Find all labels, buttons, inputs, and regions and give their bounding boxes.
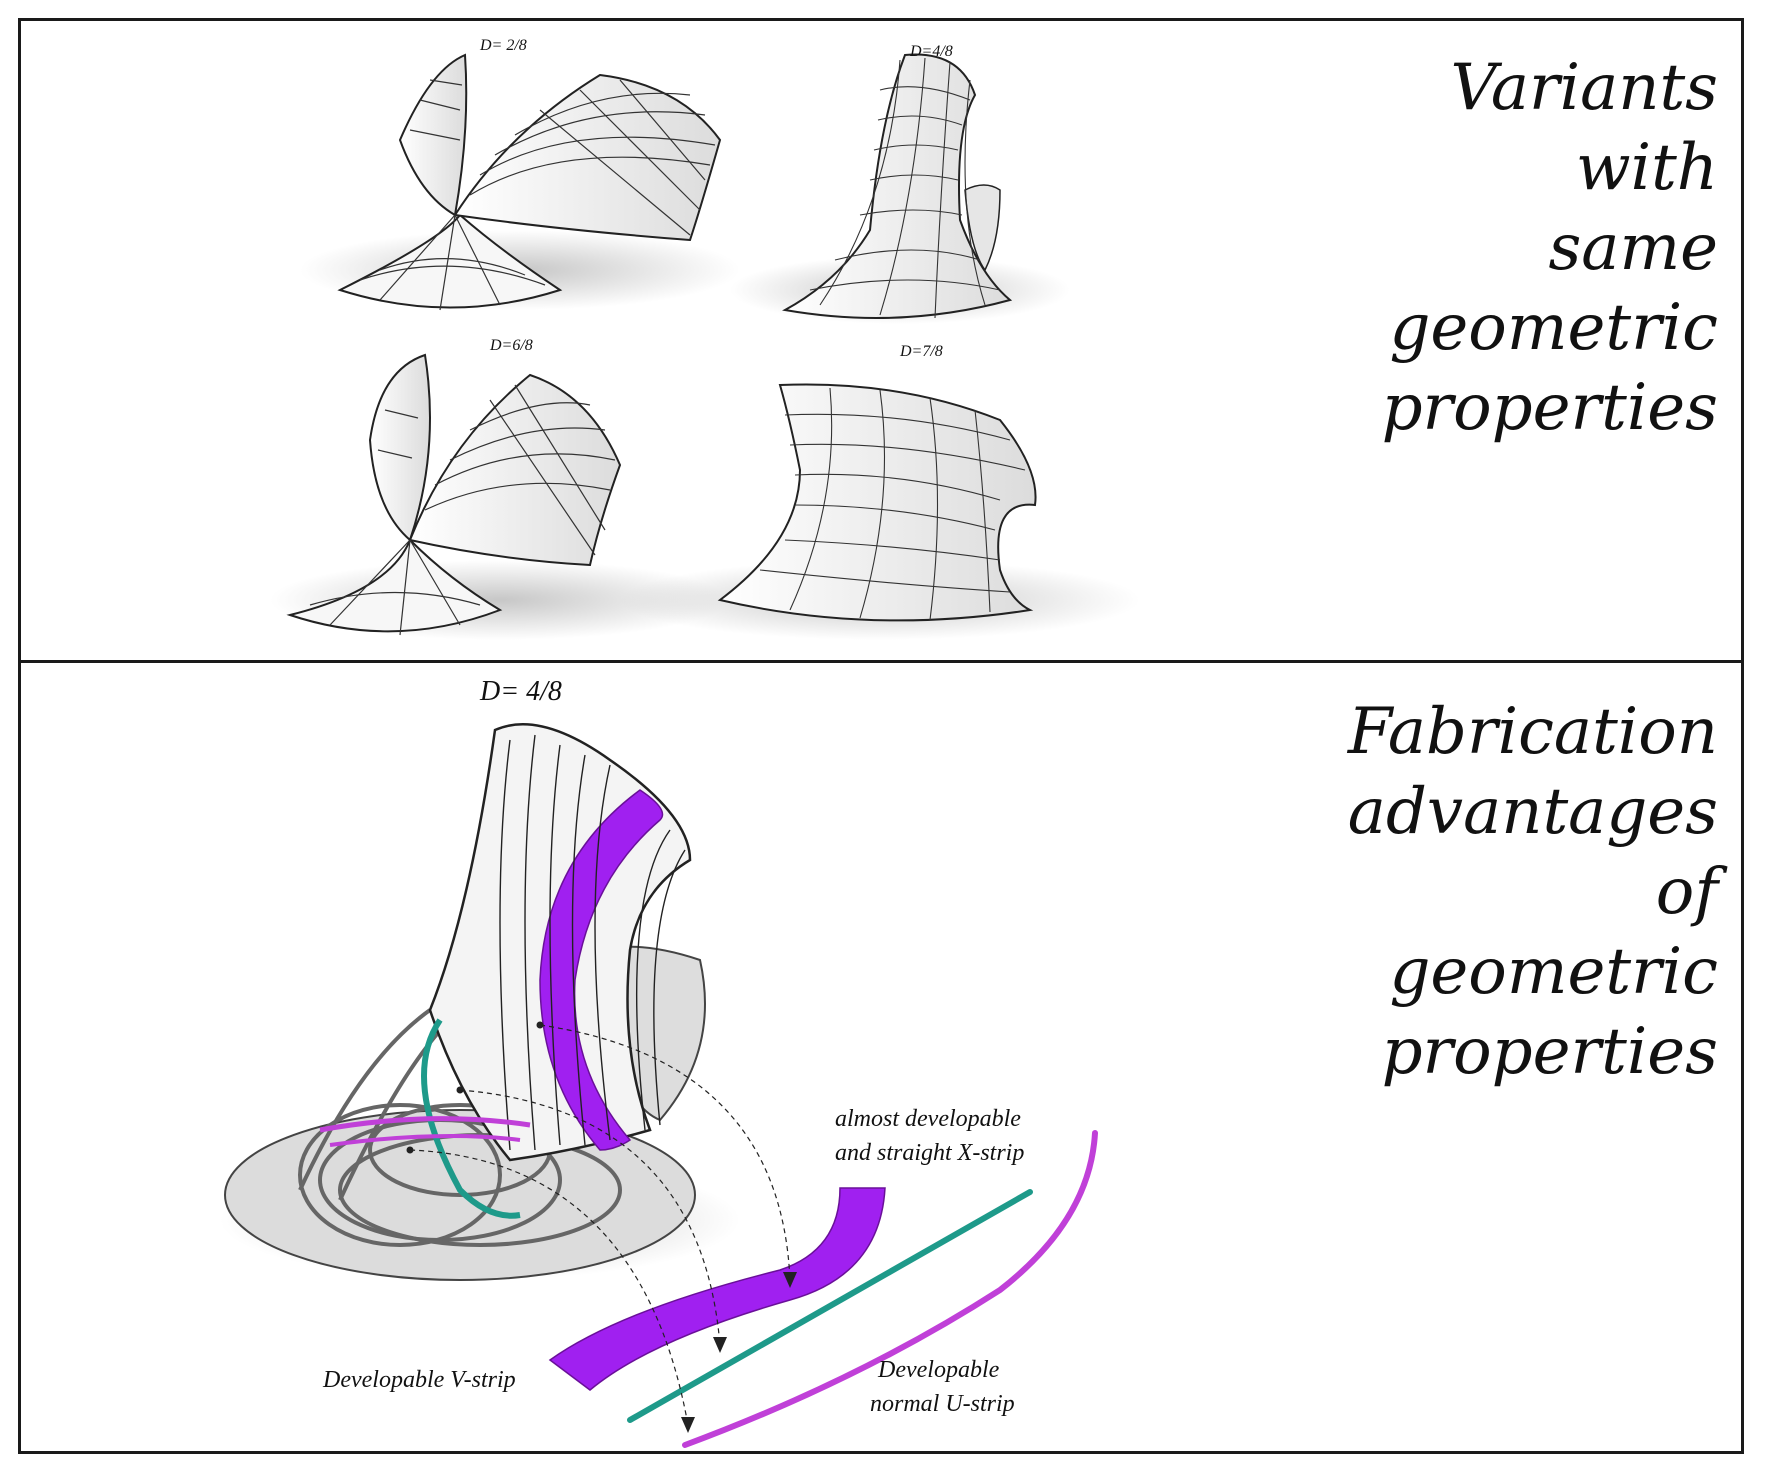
label-d-2-8: D= 2/8 bbox=[479, 37, 527, 54]
variant-d-6-8 bbox=[270, 353, 730, 640]
heading-fabrication: Fabrication advantages of geometric prop… bbox=[1348, 692, 1718, 1092]
heading-line: same bbox=[1548, 211, 1718, 285]
heading-line: geometric bbox=[1389, 935, 1718, 1009]
heading-variants: Variants with same geometric properties bbox=[1382, 48, 1718, 448]
fabrication-model bbox=[220, 723, 740, 1281]
u-strip-piece bbox=[682, 1130, 1098, 1448]
heading-line: of bbox=[1655, 855, 1718, 929]
label-v-strip: Developable V-strip bbox=[322, 1367, 516, 1393]
heading-line: with bbox=[1575, 131, 1718, 205]
variant-d-7-8 bbox=[620, 383, 1140, 640]
heading-line: advantages bbox=[1347, 775, 1718, 849]
v-strip-piece bbox=[548, 1187, 886, 1391]
label-d-4-8: D=4/8 bbox=[909, 43, 953, 60]
heading-line: geometric bbox=[1389, 291, 1718, 365]
leader-arrows bbox=[409, 1024, 791, 1426]
label-u-strip-line1: Developable bbox=[877, 1357, 1000, 1383]
x-strip-piece bbox=[627, 1189, 1033, 1423]
label-d-6-8: D=6/8 bbox=[489, 337, 533, 354]
label-u-strip-line2: normal U-strip bbox=[870, 1391, 1015, 1417]
section-divider bbox=[18, 660, 1744, 663]
label-x-strip-line1: almost developable bbox=[835, 1106, 1021, 1132]
variant-d-2-8 bbox=[300, 53, 740, 311]
heading-line: Fabrication bbox=[1347, 695, 1718, 769]
heading-line: Variants bbox=[1450, 51, 1719, 125]
variant-d-4-8 bbox=[730, 53, 1070, 324]
label-x-strip-line2: and straight X-strip bbox=[835, 1140, 1024, 1166]
heading-line: properties bbox=[1381, 1015, 1718, 1089]
label-d-7-8: D=7/8 bbox=[899, 343, 943, 360]
heading-line: properties bbox=[1381, 371, 1718, 445]
label-fabrication-d: D= 4/8 bbox=[479, 676, 562, 707]
